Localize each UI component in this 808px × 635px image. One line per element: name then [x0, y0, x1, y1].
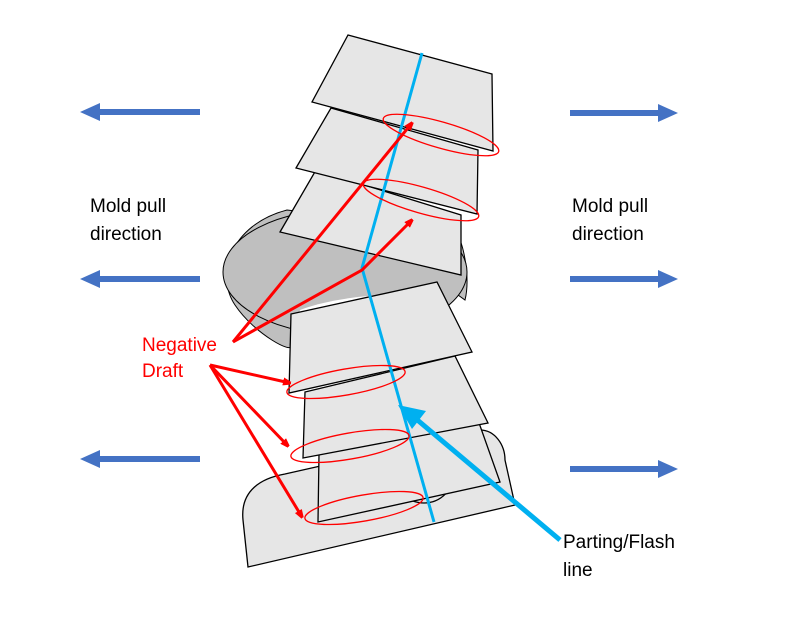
arrow-right-icon	[570, 270, 678, 288]
draft-arrow	[208, 364, 302, 517]
pull-arrows-left	[80, 103, 200, 468]
mold-pull-label-right-1: Mold pull	[572, 196, 648, 217]
arrow-left-icon	[80, 270, 200, 288]
draft-arrow	[208, 363, 288, 446]
arrow-left-icon	[80, 103, 200, 121]
arrow-left-icon	[80, 450, 200, 468]
draft-ellipse	[290, 428, 410, 464]
draft-arrow	[209, 363, 290, 383]
arrow-right-icon	[570, 104, 678, 122]
negative-draft-arrows	[208, 123, 412, 517]
parting-line-label-1: Parting/Flash	[563, 532, 675, 553]
layer-0	[311, 34, 494, 152]
negative-draft-label-2: Draft	[142, 361, 184, 382]
arrow-right-icon	[570, 460, 678, 478]
draft-ellipse	[304, 490, 424, 526]
mold-pull-label-left-1: Mold pull	[90, 196, 166, 217]
parting-line-callout	[398, 405, 562, 542]
parting-line-label-2: line	[563, 560, 593, 581]
mold-pull-label-right-2: direction	[572, 224, 644, 245]
layer-1	[295, 107, 479, 215]
draft-arrow	[231, 123, 412, 343]
draft-arrow	[232, 220, 412, 344]
negative-draft-label-1: Negative	[142, 335, 217, 356]
draft-ellipse	[286, 364, 406, 400]
pull-arrows-right	[570, 104, 678, 478]
draft-ellipse	[382, 113, 500, 157]
mold-pull-label-left-2: direction	[90, 224, 162, 245]
